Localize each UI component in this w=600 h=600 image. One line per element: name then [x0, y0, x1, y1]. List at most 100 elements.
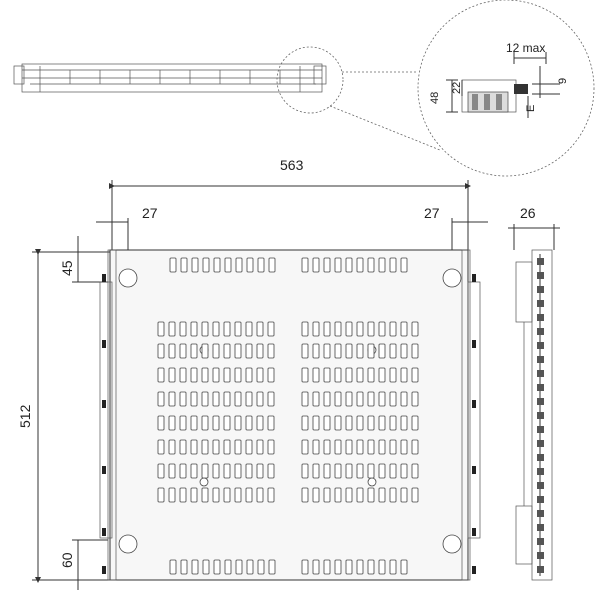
vent-slot: [301, 257, 309, 273]
vent-slot: [190, 367, 198, 383]
vent-slot: [345, 343, 353, 359]
vent-slot: [168, 391, 176, 407]
vent-slot: [223, 439, 231, 455]
side-node: [537, 510, 544, 517]
side-node: [537, 538, 544, 545]
vent-slot: [179, 391, 187, 407]
vent-slot: [168, 439, 176, 455]
overall-width-label: 563: [280, 157, 304, 173]
vent-slot: [367, 367, 375, 383]
vent-slot: [301, 391, 309, 407]
mount-hole-br: [442, 534, 462, 554]
vent-slot: [179, 321, 187, 337]
vent-slot: [245, 367, 253, 383]
vent-slot: [212, 415, 220, 431]
overall-length-label: 512: [17, 404, 33, 428]
side-node: [537, 468, 544, 475]
vent-slot: [301, 439, 309, 455]
vent-slot: [312, 343, 320, 359]
detail-9-label: 9: [557, 78, 569, 84]
vent-slot: [378, 321, 386, 337]
vent-slot: [312, 257, 320, 273]
vent-slot: [411, 321, 419, 337]
vent-slot: [190, 463, 198, 479]
vent-slot: [245, 439, 253, 455]
vent-slot: [169, 257, 177, 273]
vent-slot: [256, 343, 264, 359]
vent-slot: [224, 257, 232, 273]
vent-slot: [201, 439, 209, 455]
vent-slot: [157, 487, 165, 503]
vent-slot: [234, 367, 242, 383]
vent-slot: [400, 439, 408, 455]
vent-slot: [389, 415, 397, 431]
vent-slot: [256, 463, 264, 479]
vent-slot: [301, 343, 309, 359]
vent-slot: [367, 463, 375, 479]
vent-slot: [235, 257, 243, 273]
vent-slot: [411, 343, 419, 359]
side-profile-top: [13, 63, 327, 93]
vent-slot: [223, 343, 231, 359]
vent-slot: [411, 415, 419, 431]
vent-slot: [256, 321, 264, 337]
vent-slot: [356, 343, 364, 359]
vent-slot: [234, 321, 242, 337]
vent-slot: [190, 391, 198, 407]
vent-slot: [267, 463, 275, 479]
vent-slot: [367, 487, 375, 503]
right-margin-label: 27: [424, 205, 440, 221]
vent-slot: [323, 487, 331, 503]
vent-slot: [212, 367, 220, 383]
vent-slot: [312, 439, 320, 455]
side-node: [537, 552, 544, 559]
vent-slot: [345, 463, 353, 479]
bottom-offset-label: 60: [59, 552, 75, 568]
vent-slot: [345, 415, 353, 431]
side-node: [537, 272, 544, 279]
vent-slot: [245, 343, 253, 359]
vent-slot: [202, 559, 210, 575]
vent-slot: [389, 367, 397, 383]
vent-slot: [246, 257, 254, 273]
vent-slot: [212, 487, 220, 503]
vent-slot: [356, 257, 364, 273]
vent-slot: [245, 487, 253, 503]
vent-slot: [224, 559, 232, 575]
detail-22-label: 22: [451, 82, 463, 94]
vent-slot: [157, 321, 165, 337]
vent-slot: [213, 257, 221, 273]
vent-slot: [378, 487, 386, 503]
vent-slot: [212, 439, 220, 455]
vent-slot: [301, 463, 309, 479]
vent-slot: [201, 367, 209, 383]
vent-slot: [202, 257, 210, 273]
vent-slot: [367, 391, 375, 407]
vent-slot: [157, 367, 165, 383]
vent-slot: [411, 367, 419, 383]
vent-slot: [234, 463, 242, 479]
vent-slot: [312, 367, 320, 383]
vent-slot: [400, 463, 408, 479]
vent-slot: [323, 559, 331, 575]
vent-slot: [245, 391, 253, 407]
vent-slot: [411, 487, 419, 503]
vent-slot: [201, 487, 209, 503]
side-node: [537, 412, 544, 419]
vent-slot: [256, 391, 264, 407]
vent-slot: [256, 487, 264, 503]
vent-slot: [234, 487, 242, 503]
vent-slot: [180, 257, 188, 273]
vent-slot: [157, 391, 165, 407]
vent-slot: [345, 321, 353, 337]
vent-slot: [301, 559, 309, 575]
detail-max-label: 12 max: [506, 41, 545, 55]
vent-slot: [301, 487, 309, 503]
side-node: [537, 398, 544, 405]
side-node: [537, 286, 544, 293]
vent-slot: [168, 343, 176, 359]
vent-slot: [334, 439, 342, 455]
vent-slot: [223, 321, 231, 337]
side-node: [537, 356, 544, 363]
vent-slot: [323, 415, 331, 431]
